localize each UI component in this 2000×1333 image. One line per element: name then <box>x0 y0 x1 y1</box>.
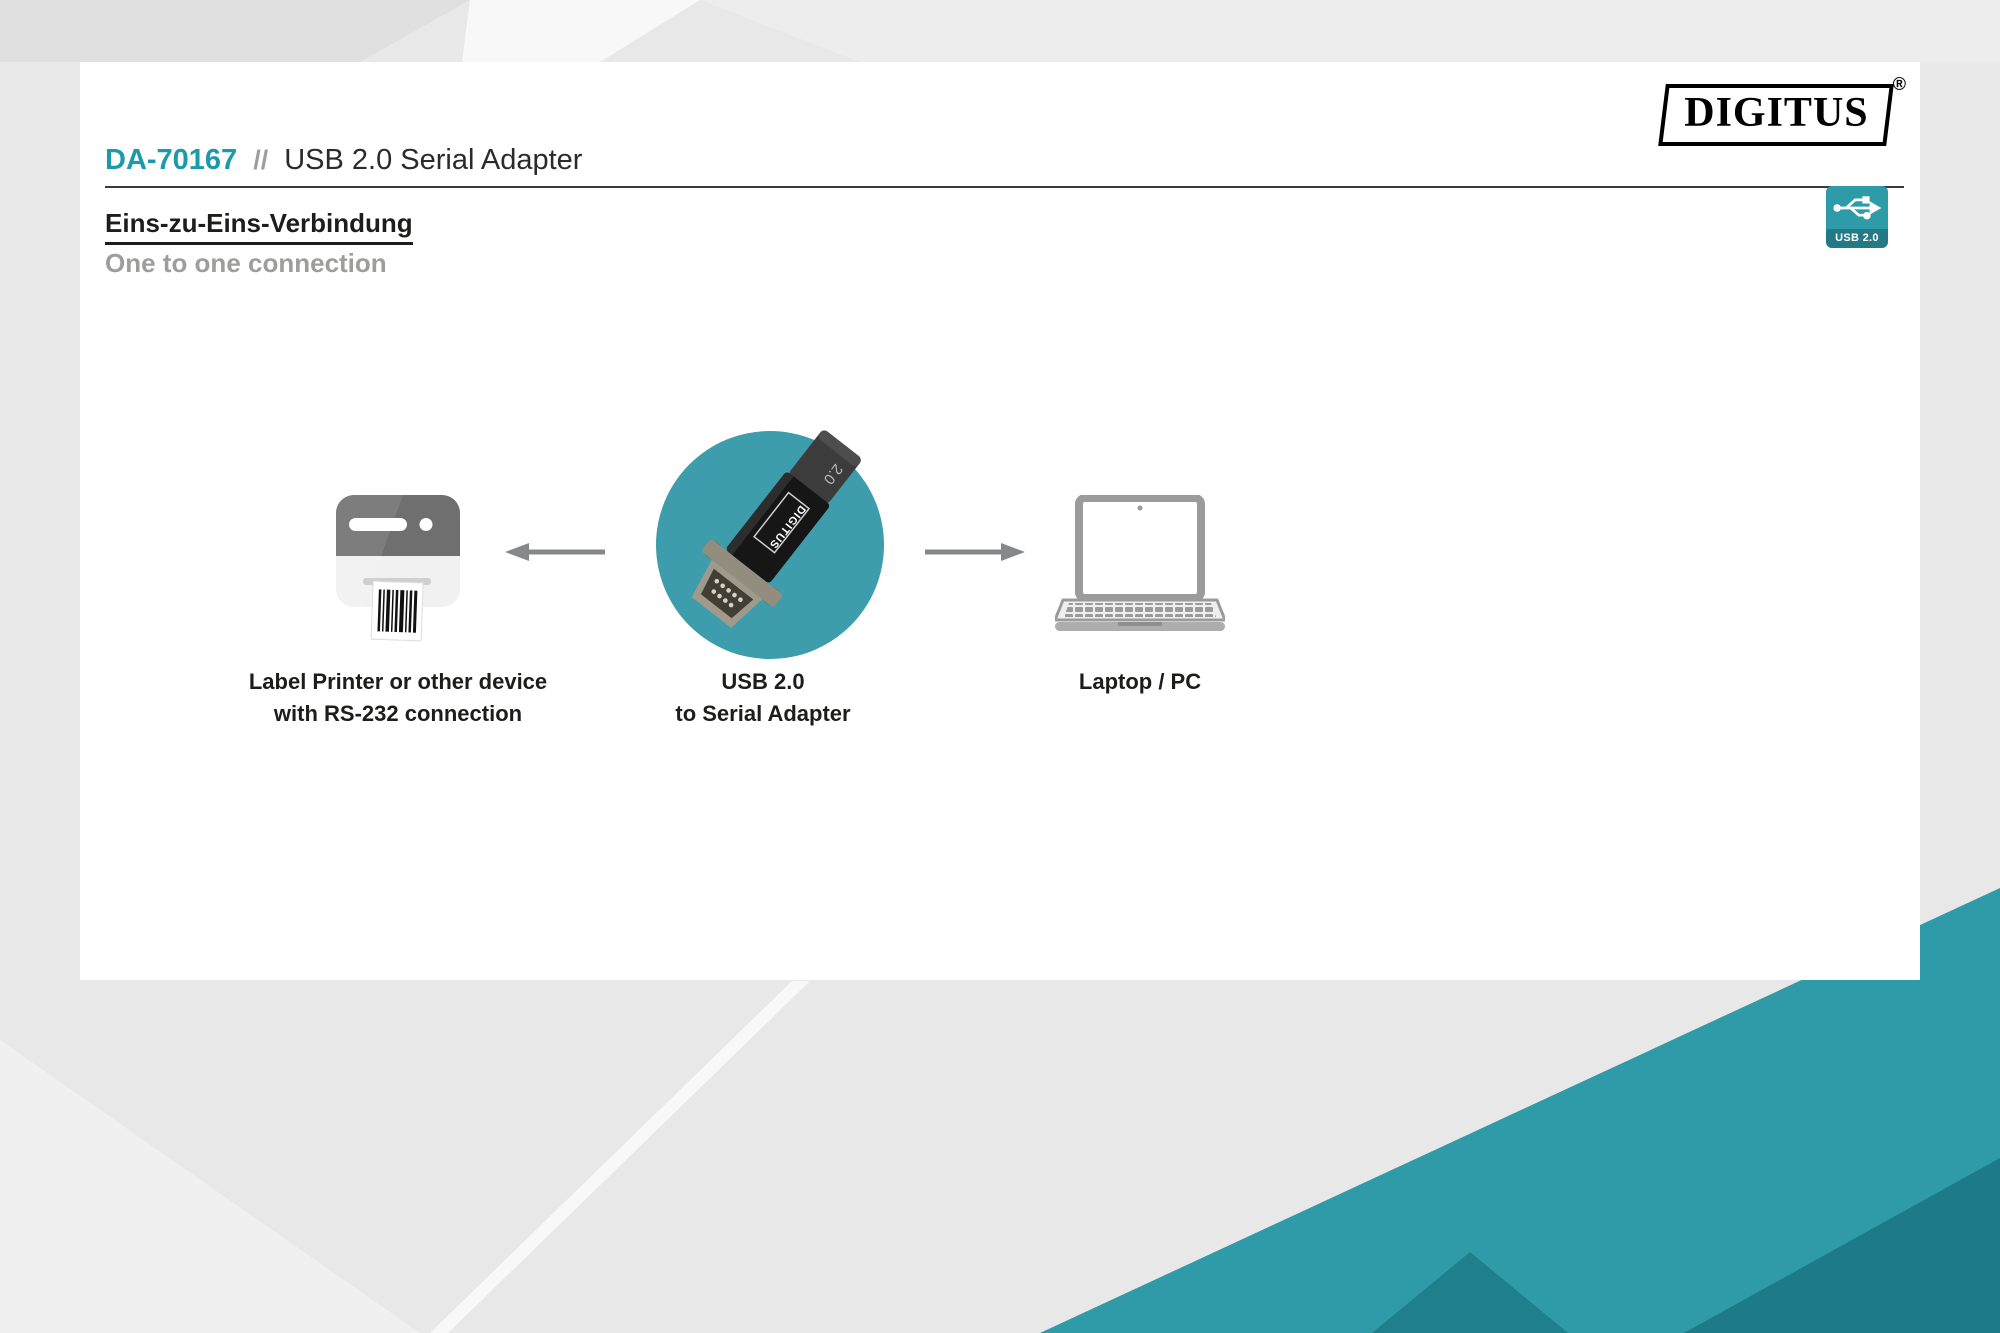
printer-caption-line2: with RS-232 connection <box>273 700 523 726</box>
title-separator: // <box>253 145 269 175</box>
header-divider <box>105 186 1904 188</box>
usb-serial-adapter-image: 2.0 DIGITUS <box>691 430 861 628</box>
product-model-number: DA-70167 <box>105 144 238 176</box>
usb-2.0-badge: USB 2.0 <box>1826 186 1888 248</box>
digitus-logo: DIGITUS ® <box>1657 74 1906 147</box>
printer-caption: Label Printer or other device with RS-23… <box>198 666 598 730</box>
section-title-english: One to one connection <box>105 248 387 278</box>
usb-badge-label: USB 2.0 <box>1826 229 1888 248</box>
digitus-logo-box: DIGITUS <box>1657 84 1894 147</box>
barcode-label <box>370 580 424 642</box>
digitus-logo-text: DIGITUS <box>1683 90 1869 136</box>
arrow-left-icon <box>505 543 605 561</box>
adapter-caption: USB 2.0 to Serial Adapter <box>613 666 913 730</box>
adapter-caption-line2: to Serial Adapter <box>675 700 851 726</box>
laptop-icon <box>1055 495 1225 631</box>
laptop-caption: Laptop / PC <box>1078 669 1202 694</box>
product-name: USB 2.0 Serial Adapter <box>284 144 583 176</box>
registered-trademark-symbol: ® <box>1892 74 1906 94</box>
section-title-german: Eins-zu-Eins-Verbindung <box>105 208 413 245</box>
adapter-caption-line1: USB 2.0 <box>721 669 805 694</box>
arrow-right-icon <box>925 543 1025 561</box>
page-title: DA-70167 // USB 2.0 Serial Adapter <box>105 144 582 177</box>
content-panel: DIGITUS ® DA-70167 // USB 2.0 Serial Ada… <box>80 62 1920 980</box>
usb-trident-icon <box>1826 186 1888 229</box>
printer-caption-line1: Label Printer or other device <box>248 669 548 694</box>
label-printer-icon <box>336 495 460 642</box>
